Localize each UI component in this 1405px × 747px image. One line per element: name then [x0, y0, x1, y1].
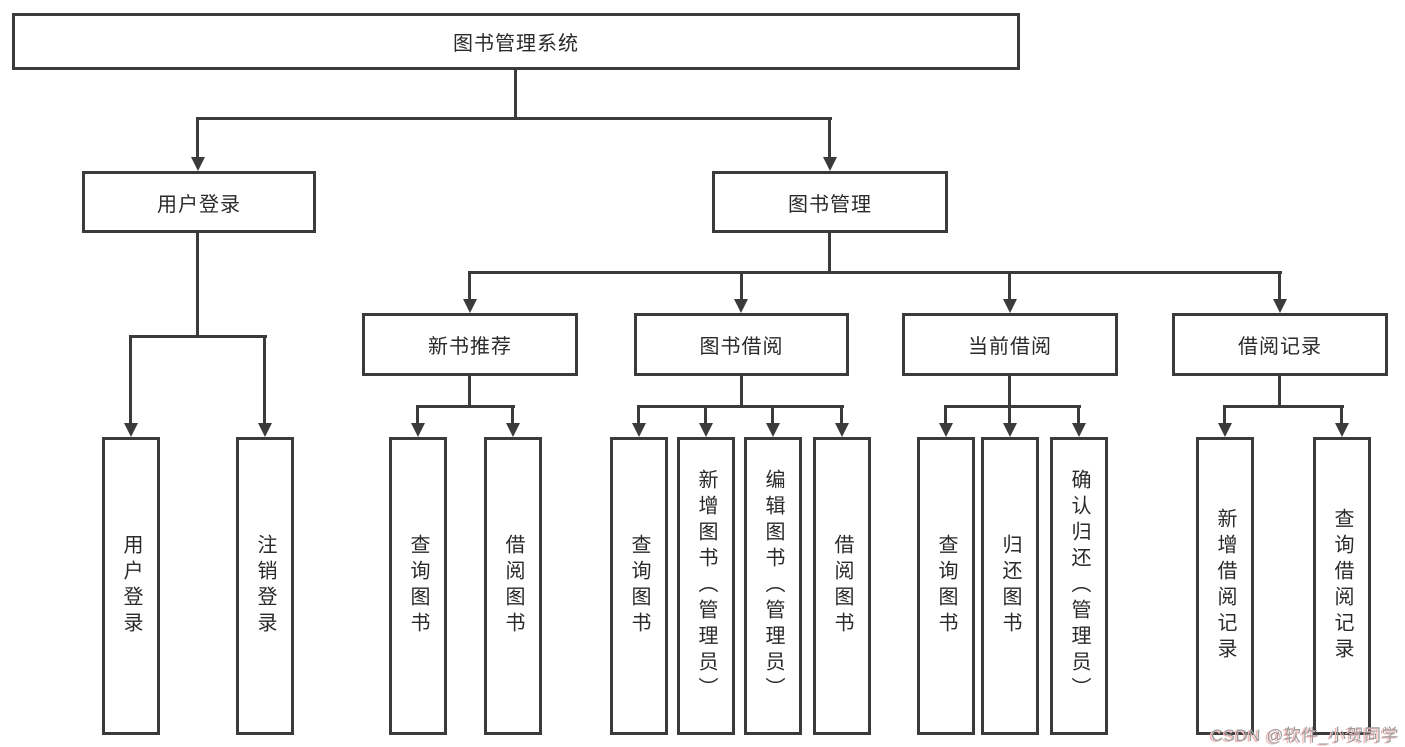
leaf-user-login-label: 用户登录	[120, 534, 142, 638]
arrow-record-leaf1	[1218, 423, 1232, 437]
arrow-newbook-leaf2	[506, 423, 520, 437]
node-current-borrow: 当前借阅	[902, 313, 1118, 376]
arrow-login-leaf1	[124, 423, 138, 437]
arrow-borrow-leaf3	[766, 423, 780, 437]
arrow-login-leaf2	[258, 423, 272, 437]
node-book-mgmt-label: 图书管理	[788, 193, 872, 216]
node-new-book-label: 新书推荐	[428, 336, 512, 358]
connector-drop-record-leaf1	[1223, 405, 1226, 425]
arrow-current-leaf2	[1003, 423, 1017, 437]
connector-new-book-stem	[468, 376, 471, 408]
leaf-borrow-edit-label: 编辑图书（管理员）	[762, 469, 784, 703]
connector-drop-record-leaf2	[1340, 405, 1343, 425]
leaf-borrow-edit: 编辑图书（管理员）	[744, 437, 802, 735]
connector-drop-login-leaf2	[263, 335, 266, 424]
leaf-borrow-add-label: 新增图书（管理员）	[695, 469, 717, 703]
arrow-borrow-record	[1273, 299, 1287, 313]
connector-book-borrow-hline	[637, 405, 844, 408]
leaf-current-confirm-label: 确认归还（管理员）	[1068, 469, 1090, 703]
connector-drop-borrow-leaf2	[704, 405, 707, 425]
leaf-borrow-query: 查询图书	[610, 437, 668, 735]
connector-drop-current-borrow	[1008, 271, 1011, 300]
node-user-login-label: 用户登录	[157, 193, 241, 216]
connector-drop-current-leaf3	[1077, 405, 1080, 425]
node-book-borrow-label: 图书借阅	[699, 336, 784, 358]
connector-current-borrow-stem	[1008, 376, 1011, 408]
connector-drop-book-borrow	[740, 271, 743, 300]
leaf-logout-label: 注销登录	[254, 534, 276, 638]
arrow-new-book	[463, 299, 477, 313]
connector-drop-newbook-leaf2	[511, 405, 514, 425]
leaf-newbook-query: 查询图书	[389, 437, 447, 735]
node-root: 图书管理系统	[12, 13, 1020, 70]
connector-borrow-record-hline	[1223, 405, 1344, 408]
connector-book-borrow-stem	[740, 376, 743, 408]
connector-drop-borrow-leaf1	[637, 405, 640, 425]
arrow-book-borrow	[734, 299, 748, 313]
leaf-borrow-add: 新增图书（管理员）	[677, 437, 735, 735]
connector-drop-borrow-leaf3	[771, 405, 774, 425]
leaf-current-query: 查询图书	[917, 437, 975, 735]
connector-user-login-stem	[196, 233, 199, 336]
connector-drop-current-leaf1	[944, 405, 947, 425]
leaf-record-query: 查询借阅记录	[1313, 437, 1371, 735]
leaf-borrow-query-label: 查询图书	[628, 534, 650, 638]
arrow-borrow-leaf4	[835, 423, 849, 437]
connector-current-borrow-hline	[944, 405, 1081, 408]
connector-drop-borrow-record	[1278, 271, 1281, 300]
arrow-current-borrow	[1003, 299, 1017, 313]
leaf-current-return: 归还图书	[981, 437, 1039, 735]
node-book-mgmt: 图书管理	[712, 171, 948, 233]
leaf-newbook-borrow-label: 借阅图书	[502, 534, 524, 638]
leaf-user-login: 用户登录	[102, 437, 160, 735]
leaf-record-add: 新增借阅记录	[1196, 437, 1254, 735]
leaf-borrow-borrow-label: 借阅图书	[831, 534, 853, 638]
leaf-current-return-label: 归还图书	[999, 534, 1021, 638]
connector-drop-book-mgmt	[828, 117, 831, 158]
leaf-newbook-borrow: 借阅图书	[484, 437, 542, 735]
node-current-borrow-label: 当前借阅	[968, 336, 1052, 358]
leaf-newbook-query-label: 查询图书	[407, 534, 429, 638]
csdn-watermark: CSDN @软件_小贺同学	[1210, 726, 1399, 745]
arrow-current-leaf1	[939, 423, 953, 437]
arrow-user-login	[191, 157, 205, 171]
connector-drop-new-book	[468, 271, 471, 300]
leaf-record-add-label: 新增借阅记录	[1214, 508, 1236, 664]
leaf-current-query-label: 查询图书	[935, 534, 957, 638]
node-user-login: 用户登录	[82, 171, 316, 233]
leaf-current-confirm: 确认归还（管理员）	[1050, 437, 1108, 735]
node-root-label: 图书管理系统	[453, 33, 579, 55]
node-book-borrow: 图书借阅	[634, 313, 849, 376]
connector-user-login-hline	[129, 335, 267, 338]
arrow-borrow-leaf1	[632, 423, 646, 437]
connector-book-mgmt-stem	[828, 233, 831, 273]
leaf-record-query-label: 查询借阅记录	[1331, 508, 1353, 664]
connector-root-hline	[196, 117, 832, 120]
arrow-current-leaf3	[1072, 423, 1086, 437]
arrow-book-mgmt	[823, 157, 837, 171]
connector-borrow-record-stem	[1278, 376, 1281, 408]
connector-drop-newbook-leaf1	[416, 405, 419, 425]
node-new-book: 新书推荐	[362, 313, 578, 376]
connector-drop-current-leaf2	[1008, 405, 1011, 425]
connector-new-book-hline	[416, 405, 515, 408]
connector-drop-borrow-leaf4	[840, 405, 843, 425]
connector-drop-login-leaf1	[129, 335, 132, 424]
node-borrow-record: 借阅记录	[1172, 313, 1388, 376]
leaf-borrow-borrow: 借阅图书	[813, 437, 871, 735]
connector-book-mgmt-hline	[468, 271, 1282, 274]
arrow-newbook-leaf1	[411, 423, 425, 437]
arrow-borrow-leaf2	[699, 423, 713, 437]
arrow-record-leaf2	[1335, 423, 1349, 437]
connector-root-stem	[514, 70, 517, 118]
node-borrow-record-label: 借阅记录	[1238, 336, 1322, 358]
leaf-logout: 注销登录	[236, 437, 294, 735]
connector-drop-user-login	[196, 117, 199, 158]
